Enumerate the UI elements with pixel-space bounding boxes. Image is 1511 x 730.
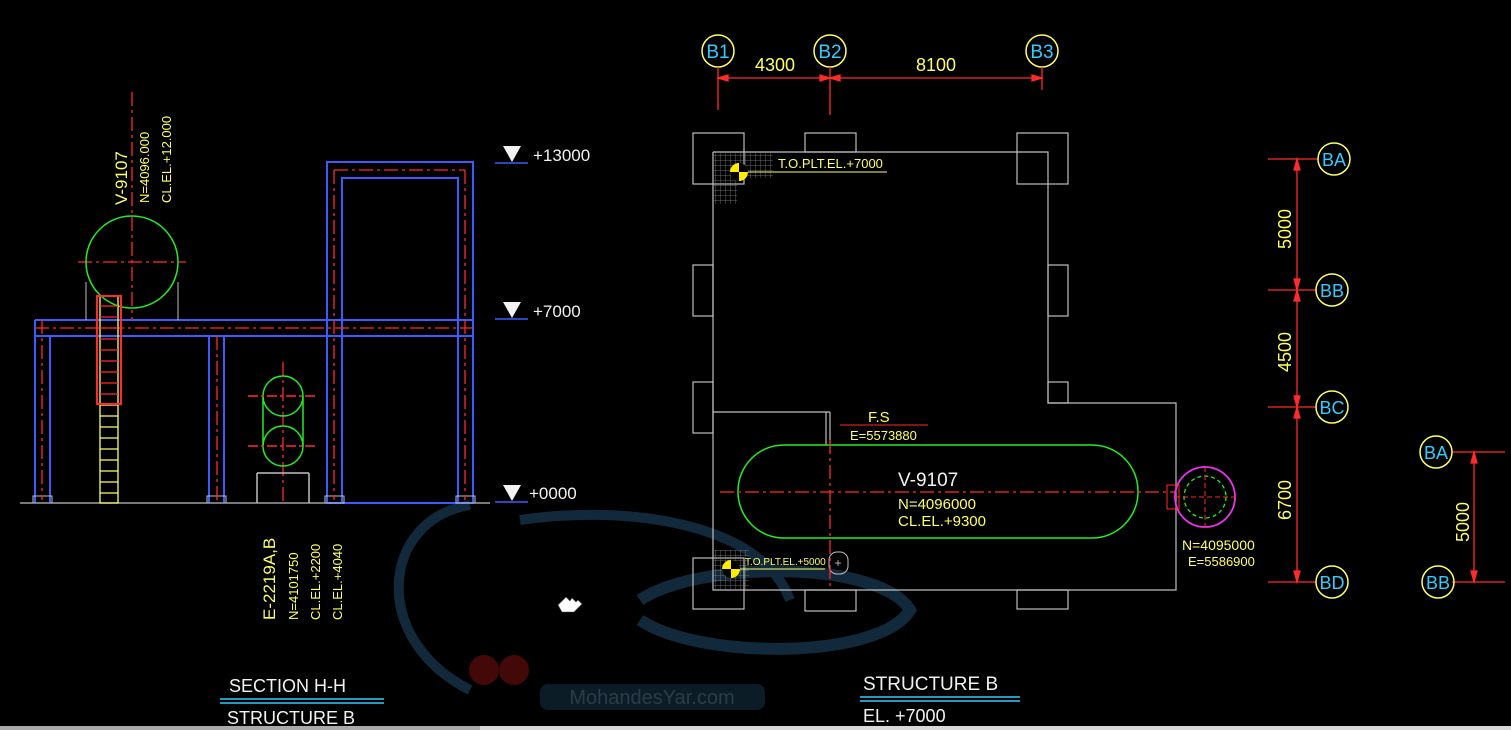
grid-bubble-far-bb: BB xyxy=(1421,565,1455,599)
pump-symbol: N=4095000 E=5586900 xyxy=(1166,466,1255,569)
exchanger-e2219 xyxy=(248,375,318,503)
grid-dimensions-right: 5000 4500 6700 BA BB BC BD xyxy=(1268,142,1351,599)
svg-text:N=4095000: N=4095000 xyxy=(1182,537,1255,553)
svg-text:BA: BA xyxy=(1424,443,1448,463)
ladder-rungs xyxy=(100,305,118,494)
dimension-8100: 8100 xyxy=(916,55,956,75)
svg-text:N=4096.000: N=4096.000 xyxy=(137,132,152,203)
svg-text:B2: B2 xyxy=(818,42,841,63)
svg-text:+0000: +0000 xyxy=(529,484,577,503)
grid-bubble-bb: BB xyxy=(1315,273,1349,307)
vessel-v9107-plan: V-9107 N=4096000 CL.EL.+9300 xyxy=(720,440,1175,590)
watermark-brand: MohandesYar.com xyxy=(569,687,734,709)
fs-label: F.S E=5573880 xyxy=(840,409,928,443)
section-view: +13000 +7000 +0000 V-9107 N=4096.000 CL.… xyxy=(20,92,590,728)
grid-dimensions-far-right: 5000 BA BB xyxy=(1419,435,1505,599)
hand-cursor-icon xyxy=(557,596,583,613)
grid-bubble-b1: B1 xyxy=(701,34,735,68)
grid-bubble-ba: BA xyxy=(1317,142,1351,176)
svg-text:CL.EL.+9300: CL.EL.+9300 xyxy=(898,513,986,530)
grid-bubble-bc: BC xyxy=(1315,390,1349,424)
svg-text:CL.EL.+12.000: CL.EL.+12.000 xyxy=(159,116,174,203)
dimension-4500: 4500 xyxy=(1275,332,1295,372)
dimension-6700: 6700 xyxy=(1275,480,1295,520)
dimension-far-5000: 5000 xyxy=(1453,502,1473,542)
svg-text:N=4096000: N=4096000 xyxy=(898,496,976,513)
watermark-logo: MohandesYar.com xyxy=(393,500,918,710)
section-title: SECTION H-H xyxy=(229,676,346,696)
svg-text:BB: BB xyxy=(1426,573,1450,593)
svg-text:F.S: F.S xyxy=(868,409,890,426)
svg-text:B3: B3 xyxy=(1030,42,1053,63)
vessel-v9107-section xyxy=(85,215,179,320)
scrollbar-thumb[interactable] xyxy=(0,726,480,730)
plan-subtitle: EL. +7000 xyxy=(863,706,946,726)
steel-frame xyxy=(34,161,474,504)
dimension-4300: 4300 xyxy=(755,55,795,75)
svg-text:BC: BC xyxy=(1319,398,1344,418)
elevation-marker-7000: +7000 xyxy=(495,302,581,321)
svg-text:BA: BA xyxy=(1322,150,1346,170)
svg-text:B1: B1 xyxy=(706,42,729,63)
ladder xyxy=(96,295,122,504)
plan-title: STRUCTURE B xyxy=(863,674,998,695)
svg-text:T.O.PLT.EL.+5000: T.O.PLT.EL.+5000 xyxy=(745,557,826,568)
svg-text:+: + xyxy=(834,556,841,570)
svg-text:T.O.PLT.EL.+7000: T.O.PLT.EL.+7000 xyxy=(778,156,883,171)
platform-outline xyxy=(692,132,1177,612)
vessel-label-section: V-9107 N=4096.000 CL.EL.+12.000 xyxy=(112,116,174,205)
dimension-line-top xyxy=(715,67,1045,115)
level-marker-top: T.O.PLT.EL.+7000 xyxy=(730,156,887,181)
center-lines xyxy=(35,92,473,503)
grid-bubble-b3: B3 xyxy=(1025,34,1059,68)
exchanger-label: E-2219A,B N=4101750 CL.EL.+2200 CL.EL.+4… xyxy=(260,538,345,620)
elevation-marker-13000: +13000 xyxy=(495,146,590,165)
section-title-block: SECTION H-H STRUCTURE B xyxy=(220,676,384,728)
svg-text:CL.EL.+4040: CL.EL.+4040 xyxy=(330,544,345,620)
horizontal-scrollbar[interactable] xyxy=(0,726,1511,730)
plan-title-block: STRUCTURE B EL. +7000 xyxy=(860,674,1020,726)
svg-text:V-9107: V-9107 xyxy=(112,151,131,205)
svg-text:BB: BB xyxy=(1320,281,1344,301)
level-marker-bottom: T.O.PLT.EL.+5000 + xyxy=(722,551,849,578)
hatch-area-top-2 xyxy=(713,178,737,204)
svg-text:E-2219A,B: E-2219A,B xyxy=(260,538,279,620)
grid-bubble-b2: B2 xyxy=(813,34,847,68)
svg-text:CL.EL.+2200: CL.EL.+2200 xyxy=(308,544,323,620)
svg-text:+7000: +7000 xyxy=(533,302,581,321)
svg-text:E=5586900: E=5586900 xyxy=(1188,554,1255,569)
section-subtitle: STRUCTURE B xyxy=(227,708,355,728)
grid-bubble-bd: BD xyxy=(1315,565,1349,599)
svg-text:BD: BD xyxy=(1319,573,1344,593)
svg-text:V-9107: V-9107 xyxy=(898,470,958,491)
svg-text:+13000: +13000 xyxy=(533,146,590,165)
dimension-5000: 5000 xyxy=(1275,209,1295,249)
svg-text:N=4101750: N=4101750 xyxy=(286,552,301,620)
grid-bubble-far-ba: BA xyxy=(1419,435,1453,469)
elevation-marker-0000: +0000 xyxy=(495,484,577,503)
svg-text:E=5573880: E=5573880 xyxy=(850,428,917,443)
plan-view: B1 B2 B3 4300 8100 xyxy=(692,34,1255,726)
